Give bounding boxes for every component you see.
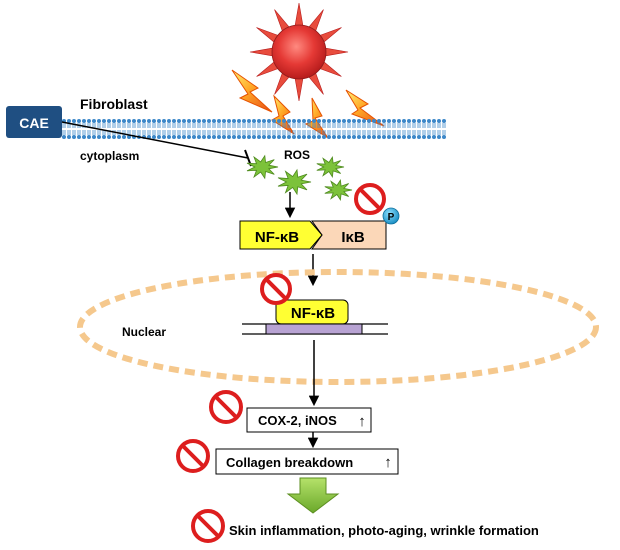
ros-molecule [277, 168, 312, 196]
inhibit-icon [191, 509, 225, 543]
phospho-label: P [388, 212, 395, 223]
inhibit-icon [260, 273, 292, 305]
uv-bolt-icon [271, 94, 295, 135]
uv-bolt-icon [231, 69, 273, 113]
green-down-arrow-icon [286, 477, 340, 514]
nuclear-nfkb-label: NF-κB [291, 305, 335, 322]
collagen-box: Collagen breakdown ↑ [215, 448, 399, 475]
ros-molecule [316, 155, 345, 179]
nfkb-ikb-complex: NF-κB IκB [239, 220, 387, 250]
fibroblast-label: Fibroblast [80, 96, 148, 112]
outcome-label: Skin inflammation, photo-aging, wrinkle … [229, 523, 539, 538]
ikb-label: IκB [341, 229, 365, 246]
nucleus-outline [77, 269, 599, 385]
cox-inos-label: COX-2, iNOS [258, 413, 337, 428]
nuclear-label: Nuclear [122, 325, 166, 339]
cell-membrane [62, 119, 446, 139]
cae-label: CAE [19, 115, 49, 131]
cytoplasm-label: cytoplasm [80, 149, 139, 163]
sun-icon [249, 2, 349, 102]
ros-cluster [246, 154, 353, 202]
phosphate-badge: P [382, 207, 400, 225]
cox-up-arrow: ↑ [358, 413, 366, 430]
sun-core [271, 24, 327, 80]
ros-label: ROS [284, 148, 310, 162]
collagen-up-arrow: ↑ [384, 454, 392, 471]
nuclear-nfkb: NF-κB [275, 299, 349, 325]
cae-box [6, 106, 62, 138]
sun-ray [323, 47, 349, 57]
collagen-label: Collagen breakdown [226, 455, 353, 470]
nfkb-box [239, 220, 323, 250]
cox-inos-box: COX-2, iNOS ↑ [246, 407, 372, 433]
dna-strand [242, 323, 388, 335]
nfkb-label: NF-κB [255, 229, 299, 246]
inhibit-icon [209, 390, 243, 424]
ros-molecule [324, 178, 353, 202]
uv-bolt-icon [345, 89, 385, 127]
sun-ray [294, 76, 304, 102]
sun-ray [294, 2, 304, 28]
sun-ray [249, 47, 275, 57]
ros-molecule [246, 154, 279, 180]
inhibit-icon [176, 439, 210, 473]
inhibit-icon [354, 183, 386, 215]
dna-binding-site [265, 323, 363, 335]
